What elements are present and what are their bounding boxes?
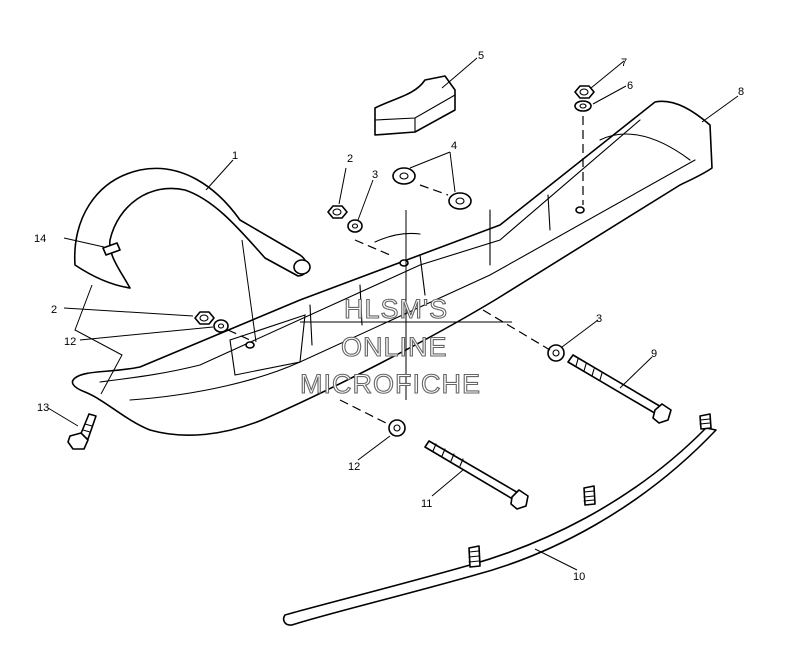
callout-6: 6: [627, 80, 633, 92]
part-5-bumper: [374, 75, 456, 136]
part-4-bushings: [392, 167, 472, 210]
part-12-washer-lower: [388, 419, 406, 437]
ski-body: [71, 100, 713, 436]
part-10-wear-bar: [282, 413, 717, 626]
part-3-washer-upper: [347, 219, 363, 233]
callout-9: 9: [651, 348, 657, 360]
callout-13: 13: [37, 402, 49, 414]
watermark-line-1: HLSM'S: [344, 294, 448, 324]
watermark-line-3: MICROFICHE: [300, 369, 481, 399]
callout-14: 14: [34, 233, 46, 245]
watermark-line-2: ONLINE: [341, 332, 448, 362]
part-9-bolt: [567, 354, 672, 424]
part-7-nut: [574, 85, 595, 99]
callout-7: 7: [621, 57, 627, 69]
part-14-clip: [102, 242, 121, 256]
ski-handle: [73, 167, 311, 289]
callout-2-upper: 2: [347, 153, 353, 165]
callout-5: 5: [478, 50, 484, 62]
callout-11: 11: [421, 498, 432, 510]
part-2-nut-upper: [327, 205, 348, 219]
callout-1: 1: [232, 150, 238, 162]
callout-8: 8: [738, 86, 744, 98]
leader-lines: [47, 57, 739, 571]
watermark: HLSM'S ONLINE MICROFICHE: [299, 210, 512, 400]
callout-3-upper: 3: [372, 169, 378, 181]
part-11-bolt: [424, 440, 529, 510]
callout-12-upper: 12: [64, 336, 76, 348]
callout-10: 10: [573, 571, 585, 583]
callout-12-lower: 12: [348, 461, 360, 473]
part-3-washer-lower: [547, 344, 565, 362]
part-6-washer: [574, 100, 592, 112]
callout-4: 4: [451, 140, 457, 152]
part-2-nut-lower: [194, 311, 215, 325]
part-13-screw: [67, 413, 97, 450]
assembly-lines: [227, 116, 584, 426]
part-12-washer-upper: [213, 319, 229, 333]
callout-3-lower: 3: [596, 313, 602, 325]
callout-labels: 1 2 3 4 5 6 7 8 14 2 12 3 9 13 12 11 10: [34, 50, 744, 583]
callout-2-lower: 2: [51, 304, 57, 316]
